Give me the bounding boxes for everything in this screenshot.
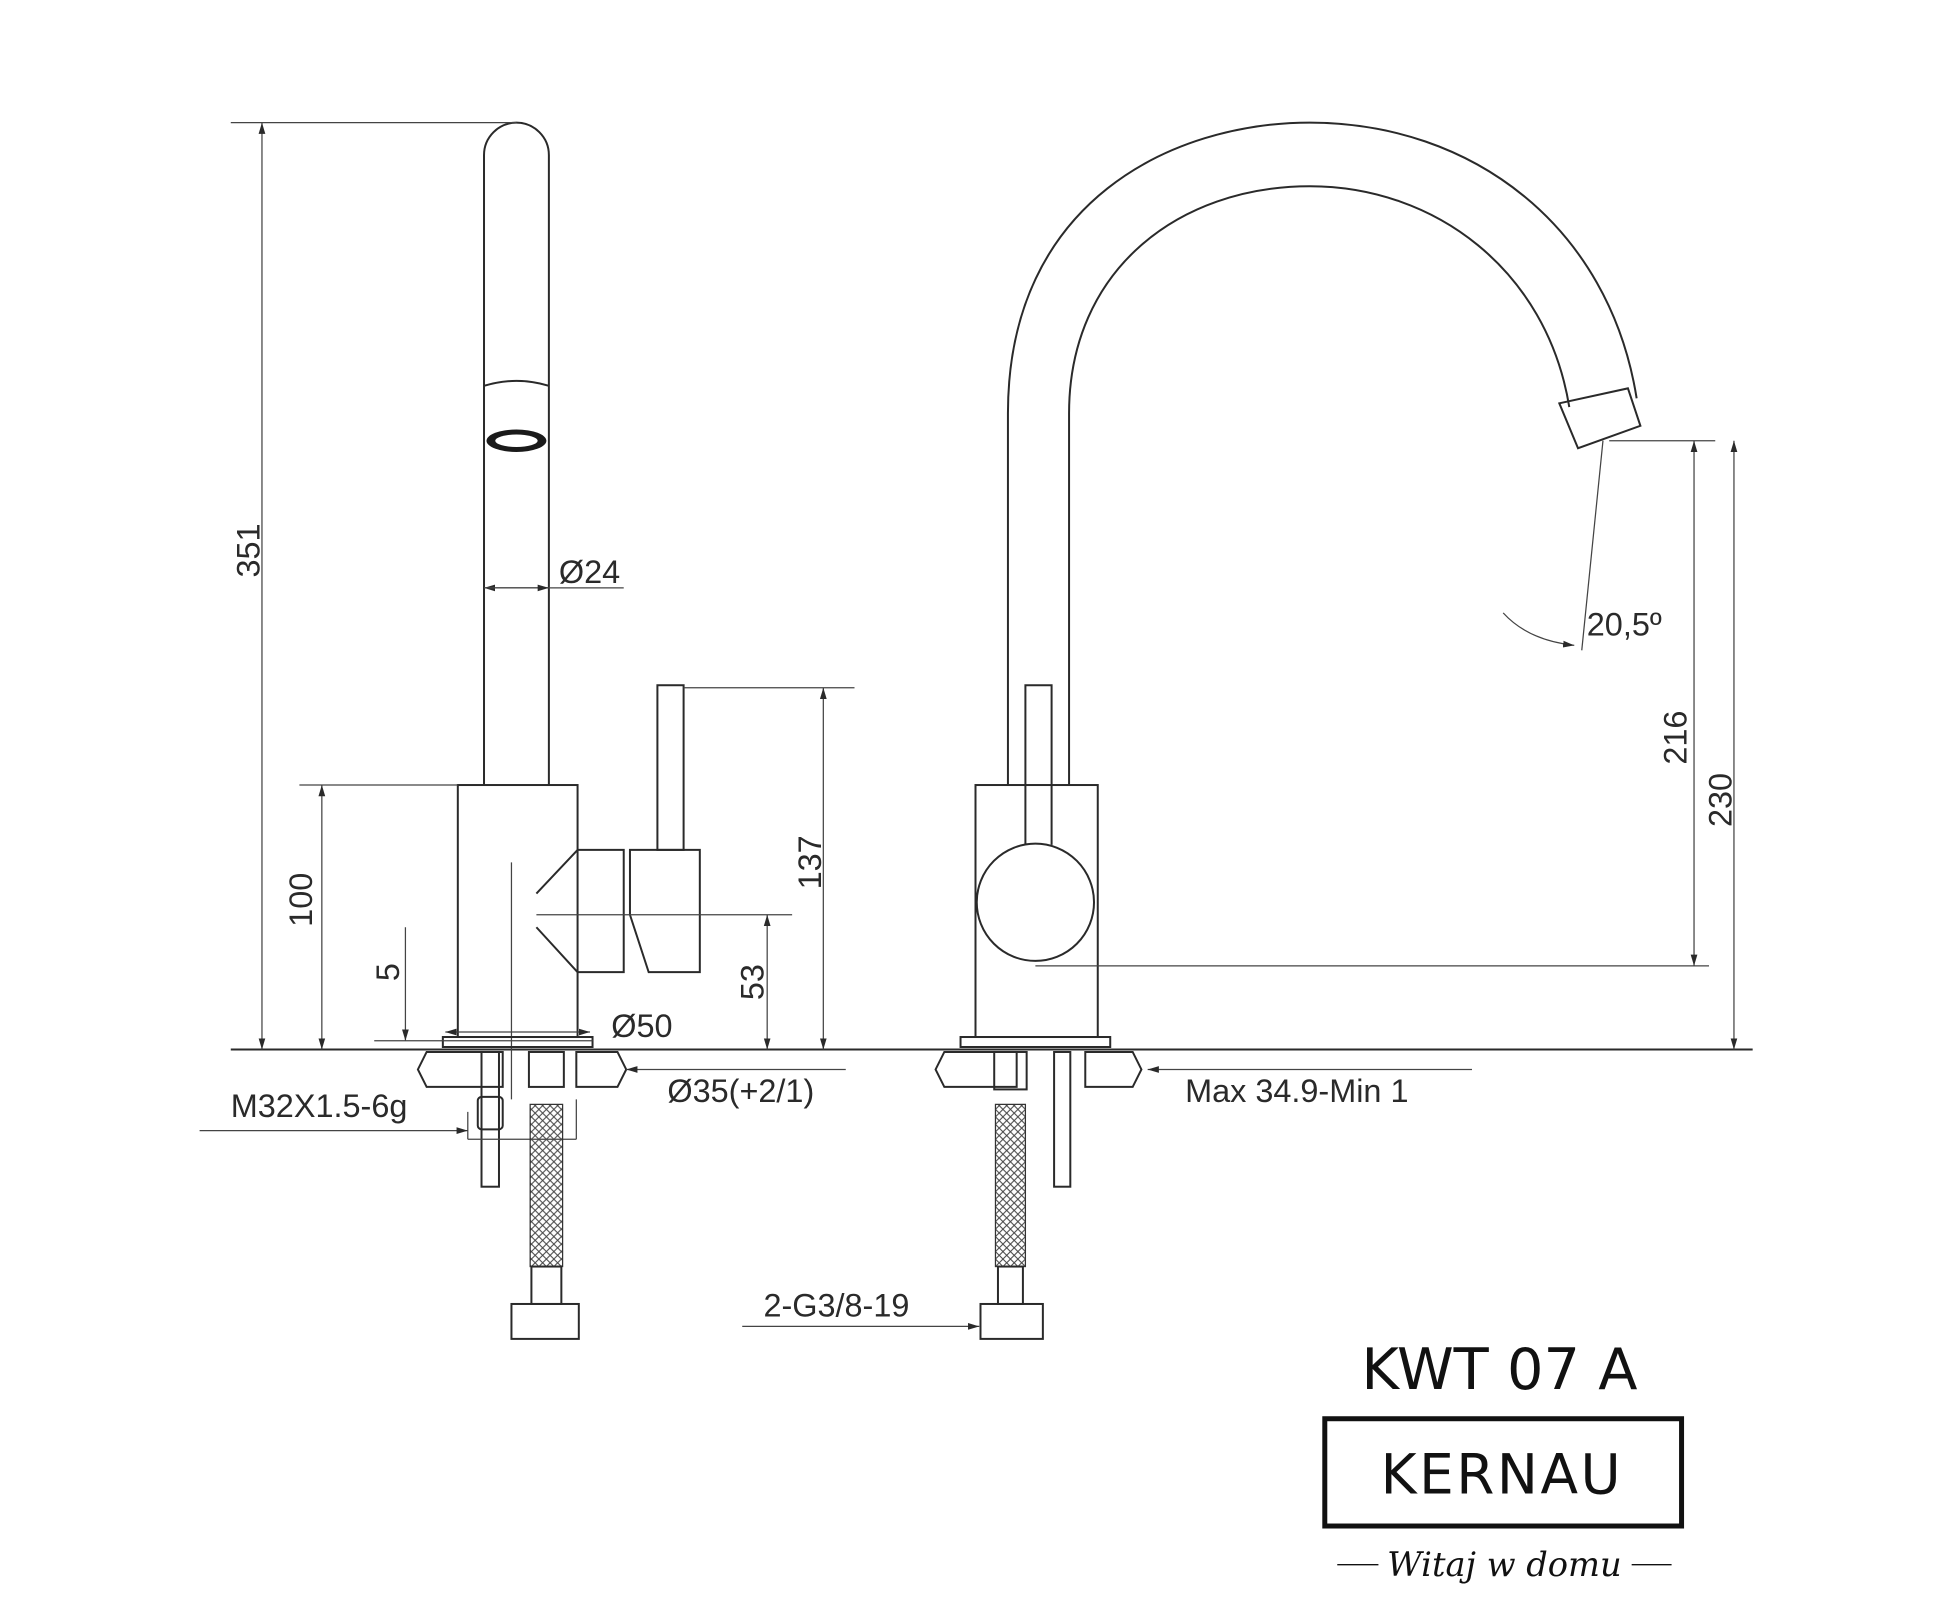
dim-counter-thickness: Max 34.9-Min 1 bbox=[1185, 1073, 1408, 1109]
dim-hole-diameter: Ø35(+2/1) bbox=[667, 1073, 814, 1109]
brand-logo: KERNAU bbox=[1381, 1443, 1624, 1507]
dim-angle: 20,5º bbox=[1587, 606, 1662, 642]
dim-base-thickness: 5 bbox=[370, 963, 406, 981]
dim-total-outlet: 230 bbox=[1702, 773, 1738, 827]
dim-spout-diameter: Ø24 bbox=[559, 554, 620, 590]
dim-thread: M32X1.5-6g bbox=[231, 1088, 408, 1124]
brand-tagline: Witaj w domu bbox=[1387, 1545, 1622, 1584]
dim-outlet-height: 216 bbox=[1658, 711, 1694, 765]
dim-body-height: 100 bbox=[283, 873, 319, 927]
dim-handle-height: 137 bbox=[792, 835, 828, 889]
model-name: KWT 07 A bbox=[1361, 1336, 1637, 1403]
dim-connection: 2-G3/8-19 bbox=[763, 1287, 909, 1323]
hose-icon bbox=[529, 1103, 564, 1268]
side-view-faucet bbox=[416, 121, 793, 1340]
dim-total-height: 351 bbox=[230, 523, 266, 577]
dim-handle-axis: 53 bbox=[734, 964, 770, 1000]
front-view-faucet bbox=[934, 121, 1642, 1340]
dim-base-diameter: Ø50 bbox=[611, 1008, 672, 1044]
brand-logo-box bbox=[1322, 1416, 1685, 1529]
